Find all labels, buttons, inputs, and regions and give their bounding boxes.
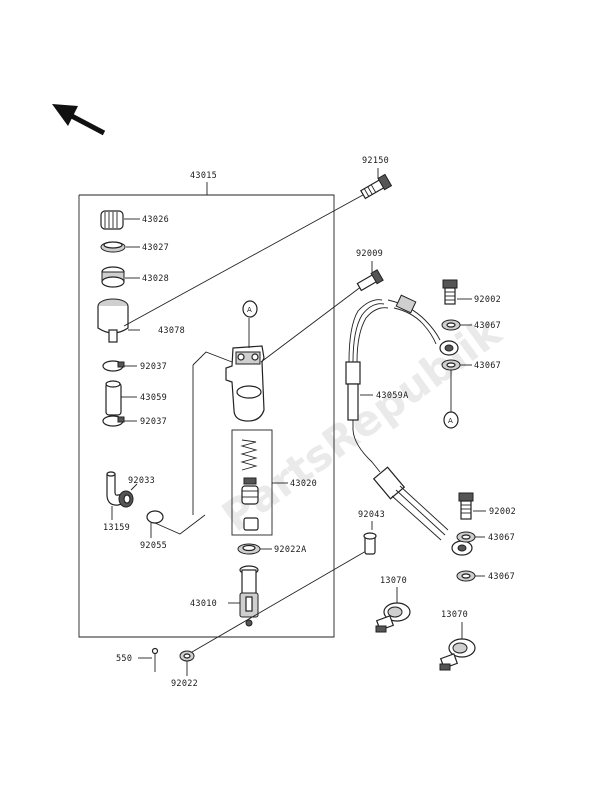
callout-92055: 92055 bbox=[140, 541, 167, 551]
callout-92022: 92022 bbox=[171, 679, 198, 689]
copper-washer-icon bbox=[441, 319, 472, 331]
piston-kit-icon bbox=[231, 429, 288, 536]
copper-washer-icon bbox=[441, 359, 472, 371]
circlip-icon bbox=[146, 510, 164, 538]
reservoir-icon bbox=[97, 298, 140, 343]
callout-13159: 13159 bbox=[103, 523, 130, 533]
leader-line bbox=[123, 189, 373, 327]
diaphragm-icon bbox=[101, 266, 140, 288]
reservoir-cap-icon bbox=[100, 210, 140, 230]
washer-icon bbox=[179, 650, 195, 676]
callout-92002-lower: 92002 bbox=[489, 507, 516, 517]
reference-marker-a: A bbox=[443, 411, 459, 429]
copper-washer-icon bbox=[456, 531, 485, 543]
reference-marker-a: A bbox=[242, 300, 258, 318]
push-rod-clevis-icon bbox=[228, 565, 259, 627]
banjo-bolt-icon bbox=[442, 279, 472, 305]
callout-43078: 43078 bbox=[158, 326, 185, 336]
dust-boot-icon bbox=[237, 543, 272, 555]
leader-line bbox=[260, 282, 367, 363]
callout-13070-2: 13070 bbox=[441, 610, 468, 620]
svg-text:A: A bbox=[247, 306, 252, 314]
bolt-icon bbox=[363, 521, 377, 555]
callout-43067-2: 43067 bbox=[474, 361, 501, 371]
hose-clamp-icon bbox=[102, 415, 137, 427]
grommet-icon bbox=[118, 483, 138, 508]
callout-92002-upper: 92002 bbox=[474, 295, 501, 305]
callout-43010: 43010 bbox=[190, 599, 217, 609]
leader-line bbox=[192, 351, 233, 366]
callout-92037-upper: 92037 bbox=[140, 362, 167, 372]
leader-line bbox=[191, 546, 374, 653]
callout-13070-1: 13070 bbox=[380, 576, 407, 586]
callout-92033: 92033 bbox=[128, 476, 155, 486]
callout-43027: 43027 bbox=[142, 243, 169, 253]
callout-43067-4: 43067 bbox=[488, 572, 515, 582]
bolt-icon bbox=[356, 261, 384, 292]
callout-92022a: 92022A bbox=[274, 545, 307, 555]
callout-43020: 43020 bbox=[290, 479, 317, 489]
direction-arrow-icon bbox=[52, 104, 106, 136]
callout-92037-lower: 92037 bbox=[140, 417, 167, 427]
callout-43067-1: 43067 bbox=[474, 321, 501, 331]
callout-43067-3: 43067 bbox=[488, 533, 515, 543]
callout-43059a: 43059A bbox=[376, 391, 409, 401]
cotter-pin-icon bbox=[138, 647, 159, 672]
assembly-bracket-43015 bbox=[78, 182, 335, 638]
banjo-fitting-icon bbox=[387, 294, 459, 356]
diaphragm-plate-icon bbox=[100, 241, 140, 253]
reservoir-hose-icon bbox=[105, 380, 137, 416]
brake-hose-upper-icon bbox=[345, 299, 389, 473]
callout-43015: 43015 bbox=[190, 171, 217, 181]
svg-text:A: A bbox=[448, 417, 453, 425]
brake-hose-lower-icon bbox=[372, 466, 473, 556]
callout-43026: 43026 bbox=[142, 215, 169, 225]
hose-clamp-bracket-icon bbox=[375, 587, 411, 633]
callout-92150: 92150 bbox=[362, 156, 389, 166]
banjo-bolt-icon bbox=[458, 492, 486, 520]
callout-92043: 92043 bbox=[358, 510, 385, 520]
callout-550: 550 bbox=[116, 654, 132, 664]
banjo-bolt-icon bbox=[360, 168, 393, 200]
leader-line bbox=[154, 514, 206, 535]
callout-92009: 92009 bbox=[356, 249, 383, 259]
master-cylinder-body-icon bbox=[225, 318, 265, 422]
callout-43028: 43028 bbox=[142, 274, 169, 284]
copper-washer-icon bbox=[456, 570, 485, 582]
callout-43059: 43059 bbox=[140, 393, 167, 403]
hose-clamp-bracket-icon bbox=[439, 622, 476, 671]
hose-clamp-icon bbox=[102, 360, 137, 372]
